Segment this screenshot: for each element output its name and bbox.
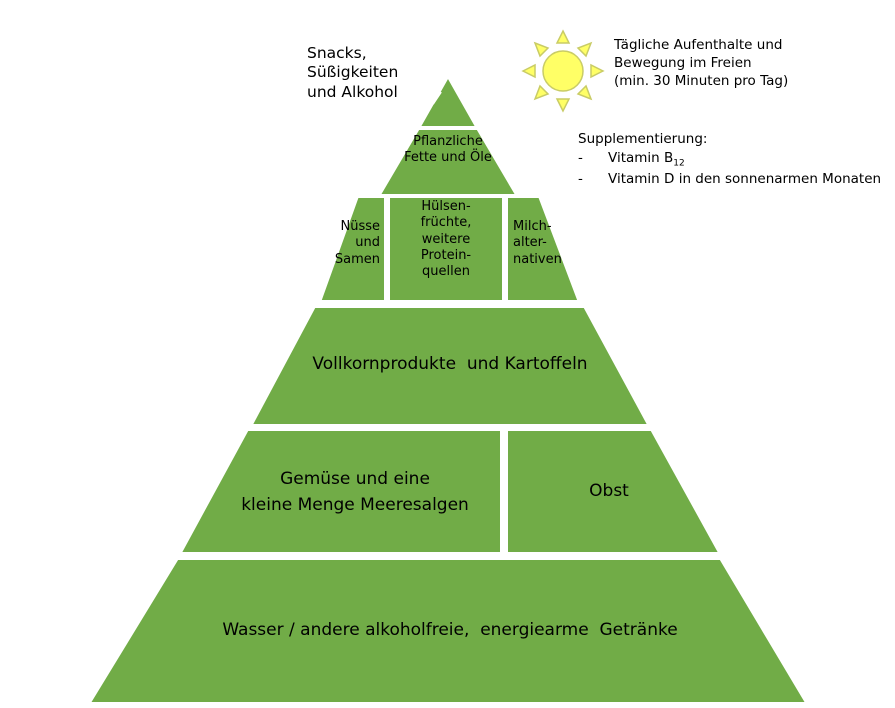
label-water: Wasser / andere alkoholfreie, energiearm… [222, 620, 678, 640]
label-vegetables: Gemüse und eine kleine Menge Meeresalgen [241, 469, 469, 515]
bullet-dash: - [578, 149, 583, 166]
tier-fruit [504, 427, 725, 556]
label-fruit: Obst [589, 481, 629, 501]
label-grains: Vollkornprodukte und Kartoffeln [312, 354, 588, 374]
tier-vegetables [175, 427, 504, 556]
sun-icon [521, 29, 605, 113]
label-milk: Milch- alter- nativen [513, 219, 562, 267]
label-nuts: Nüsse und Samen [334, 219, 380, 267]
snacks-pointer [432, 91, 442, 105]
outdoor-note: Tägliche Aufenthalte und Bewegung im Fre… [614, 37, 789, 90]
label-snacks: Snacks, Süßigkeiten und Alkohol [307, 44, 399, 101]
tier-grains [246, 304, 654, 428]
supplement-vitamin-d-label: Vitamin D in den sonnenarmen Monaten [608, 171, 882, 188]
label-legumes: Hülsen- früchte, weitere Protein- quelle… [420, 199, 472, 279]
supplements-note: Supplementierung: - Vitamin B12 - Vitamin … [578, 130, 881, 189]
label-fats: Pflanzliche Fette und Öle [404, 134, 492, 166]
bullet-dash: - [578, 171, 583, 188]
supplements-title: Supplementierung: [578, 131, 708, 147]
supplement-vitamin-d: - Vitamin D in den sonnenarmen Monaten [578, 170, 881, 189]
supplement-b12: - Vitamin B12 [578, 149, 881, 170]
supplement-b12-label: Vitamin B [608, 149, 674, 166]
tier-milk [504, 194, 583, 304]
tier-legumes [386, 194, 506, 304]
tier-snacks [414, 70, 482, 130]
tier-water [84, 556, 812, 706]
supplement-b12-subscript: 12 [673, 158, 685, 169]
